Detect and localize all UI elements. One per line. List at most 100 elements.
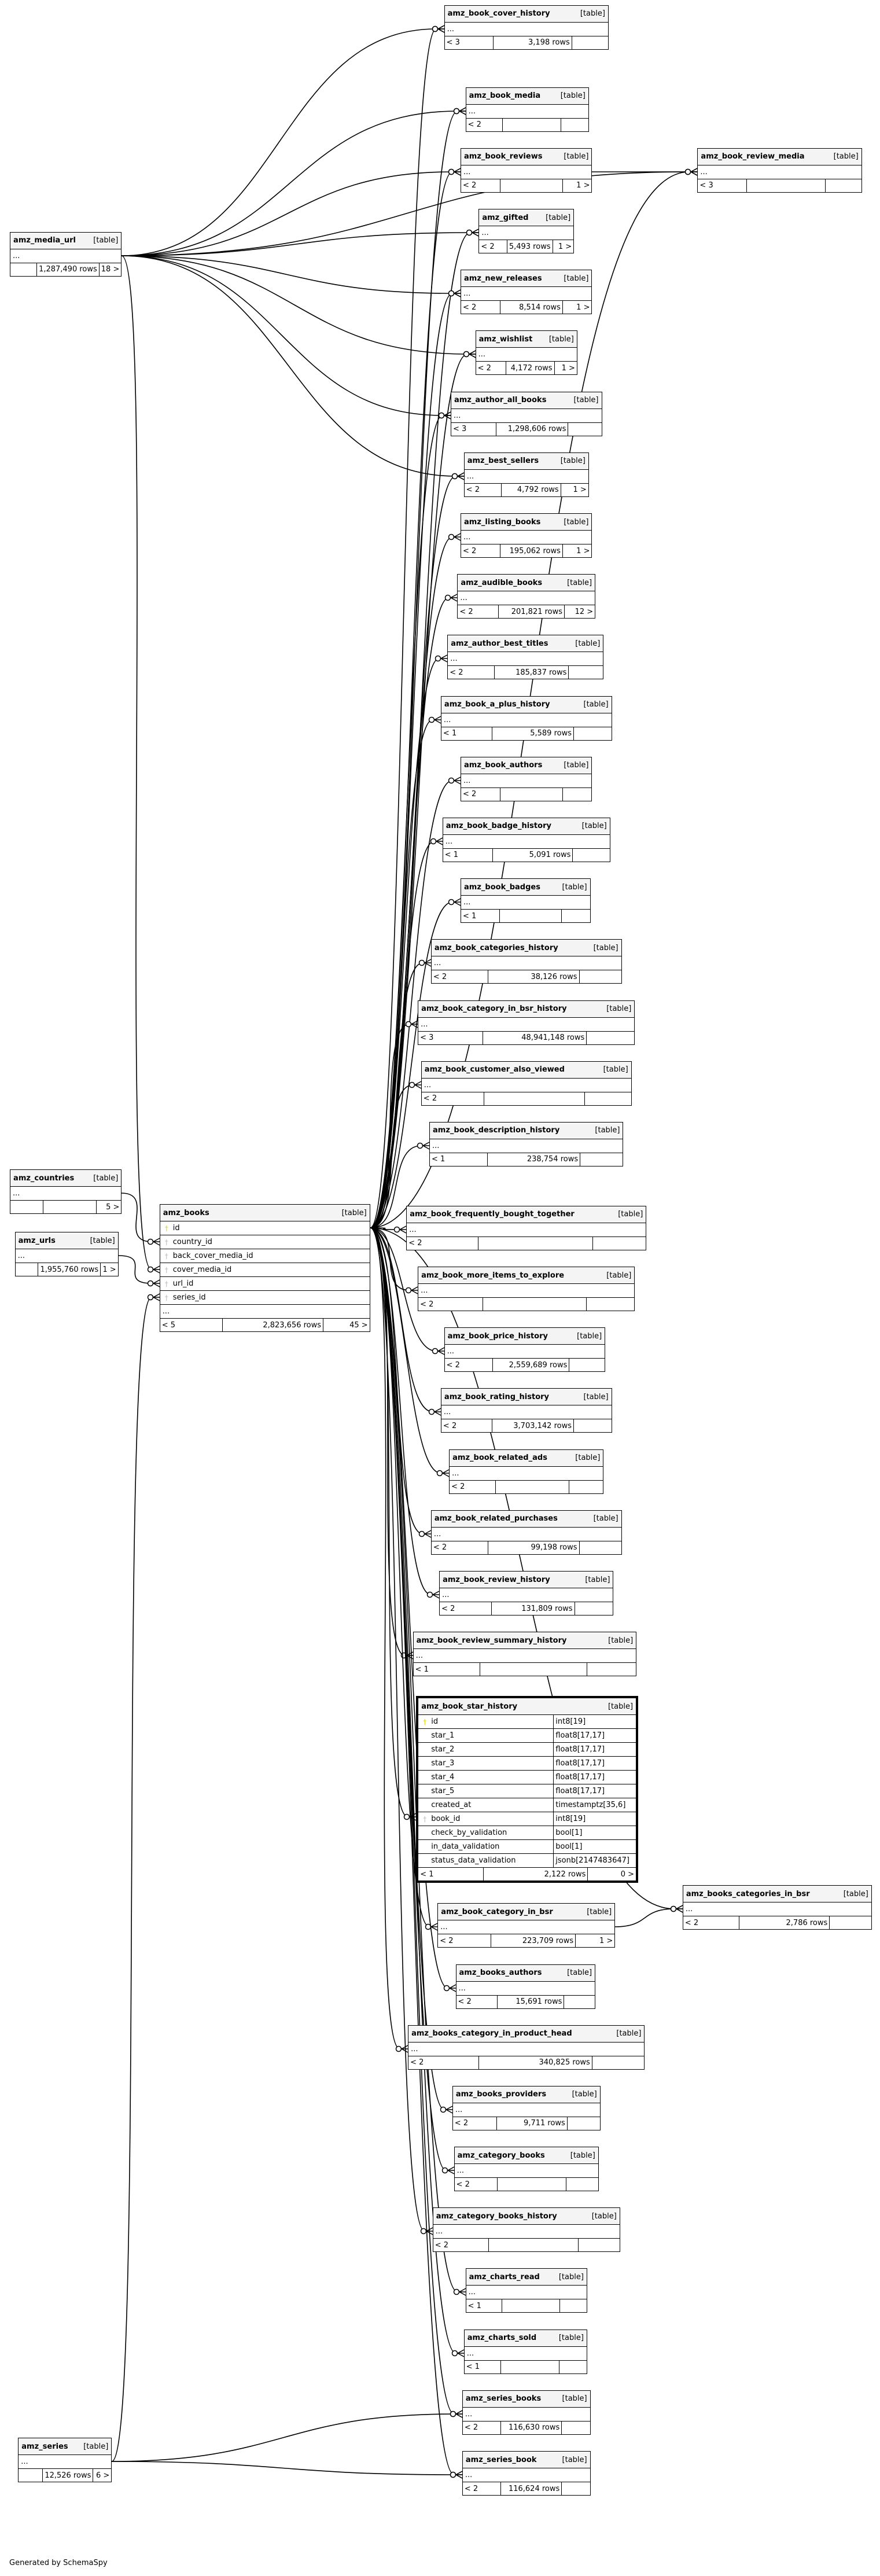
parent-count[interactable]: < 1 bbox=[441, 727, 493, 740]
child-count[interactable]: 12 > bbox=[575, 607, 594, 616]
parent-count[interactable]: < 2 bbox=[407, 1237, 479, 1250]
table-name[interactable]: amz_series_book bbox=[465, 2455, 537, 2464]
child-count[interactable] bbox=[587, 1032, 634, 1044]
child-count[interactable] bbox=[572, 36, 608, 49]
parent-count[interactable]: < 2 bbox=[422, 1092, 485, 1105]
table-name[interactable]: amz_book_badges bbox=[464, 882, 540, 892]
table-amz-book-frequently-bought-together[interactable]: amz_book_frequently_bought_together[tabl… bbox=[406, 1205, 647, 1250]
child-count[interactable] bbox=[575, 1602, 613, 1615]
parent-count[interactable]: < 5 bbox=[160, 1319, 223, 1332]
parent-count[interactable]: < 1 bbox=[414, 1663, 480, 1676]
parent-count[interactable]: < 2 bbox=[476, 362, 506, 375]
child-count[interactable] bbox=[593, 1237, 646, 1250]
table-name[interactable]: amz_book_category_in_bsr bbox=[441, 1907, 553, 1916]
child-count[interactable] bbox=[585, 1092, 631, 1105]
parent-count[interactable] bbox=[10, 1201, 44, 1214]
table-name[interactable]: amz_category_books_history bbox=[436, 2211, 557, 2221]
parent-count[interactable]: < 2 bbox=[458, 605, 499, 619]
table-amz-book-customer-also-viewed[interactable]: amz_book_customer_also_viewed[table]...<… bbox=[421, 1061, 632, 1106]
column-row[interactable]: †cover_media_id bbox=[160, 1263, 370, 1278]
parent-count[interactable]: < 2 bbox=[445, 1359, 493, 1372]
table-name[interactable]: amz_new_releases bbox=[464, 274, 542, 283]
table-name[interactable]: amz_media_url bbox=[13, 236, 76, 245]
table-name[interactable]: amz_gifted bbox=[482, 213, 529, 222]
parent-count[interactable]: < 1 bbox=[443, 848, 494, 862]
child-count[interactable] bbox=[574, 1419, 612, 1432]
parent-count[interactable]: < 2 bbox=[461, 179, 500, 192]
table-amz-book-category-in-bsr-history[interactable]: amz_book_category_in_bsr_history[table].… bbox=[418, 1000, 635, 1045]
table-name[interactable]: amz_listing_books bbox=[464, 517, 541, 527]
child-count[interactable] bbox=[592, 2056, 645, 2069]
child-count[interactable] bbox=[579, 2239, 620, 2251]
table-amz-books[interactable]: amz_books[table]†id†country_id†back_cove… bbox=[159, 1204, 370, 1333]
table-name[interactable]: amz_series_books bbox=[465, 2394, 542, 2404]
child-count[interactable] bbox=[562, 2482, 590, 2495]
table-amz-book-review-media[interactable]: amz_book_review_media[table]...< 3 bbox=[697, 148, 862, 193]
child-count[interactable]: 1 > bbox=[558, 242, 572, 251]
table-name[interactable]: amz_book_related_purchases bbox=[434, 1514, 558, 1523]
parent-count[interactable] bbox=[19, 2469, 43, 2482]
table-amz-charts-sold[interactable]: amz_charts_sold[table]...< 1 bbox=[463, 2329, 587, 2374]
table-amz-book-more-items-to-explore[interactable]: amz_book_more_items_to_explore[table]...… bbox=[418, 1267, 635, 1312]
table-name[interactable]: amz_countries bbox=[13, 1173, 75, 1183]
child-count[interactable]: 1 > bbox=[576, 303, 590, 312]
child-count[interactable] bbox=[574, 727, 612, 740]
child-count[interactable] bbox=[568, 2117, 600, 2130]
child-count[interactable] bbox=[573, 849, 609, 862]
table-name[interactable]: amz_book_frequently_bought_together bbox=[410, 1210, 575, 1219]
parent-count[interactable]: < 2 bbox=[455, 2178, 498, 2191]
table-name[interactable]: amz_books_categories_in_bsr bbox=[686, 1889, 810, 1898]
parent-count[interactable]: < 2 bbox=[432, 970, 489, 984]
table-name[interactable]: amz_book_cover_history bbox=[447, 9, 550, 19]
table-amz-book-badges[interactable]: amz_book_badges[table]...< 1 bbox=[461, 878, 591, 923]
parent-count[interactable]: < 3 bbox=[698, 179, 748, 192]
table-name[interactable]: amz_book_review_summary_history bbox=[416, 1636, 567, 1645]
table-amz-category-books-history[interactable]: amz_category_books_history[table]...< 2 bbox=[432, 2207, 620, 2253]
parent-count[interactable] bbox=[10, 263, 38, 276]
parent-count[interactable]: < 3 bbox=[451, 422, 496, 436]
table-amz-books-categories-in-bsr[interactable]: amz_books_categories_in_bsr[table]...< 2… bbox=[682, 1885, 872, 1930]
parent-count[interactable]: < 2 bbox=[461, 544, 500, 558]
child-count[interactable] bbox=[562, 910, 590, 922]
table-amz-charts-read[interactable]: amz_charts_read[table]...< 1 bbox=[465, 2268, 587, 2313]
table-name[interactable]: amz_book_authors bbox=[464, 761, 543, 770]
child-count[interactable] bbox=[568, 423, 601, 436]
table-name[interactable]: amz_audible_books bbox=[461, 578, 543, 587]
parent-count[interactable]: < 2 bbox=[450, 1480, 496, 1493]
parent-count[interactable]: < 2 bbox=[683, 1916, 740, 1930]
parent-count[interactable]: < 2 bbox=[438, 1934, 491, 1948]
table-name[interactable]: amz_books bbox=[163, 1208, 209, 1217]
parent-count[interactable]: < 3 bbox=[418, 1031, 484, 1044]
table-amz-book-related-ads[interactable]: amz_book_related_ads[table]...< 2 bbox=[449, 1449, 604, 1494]
table-name[interactable]: amz_book_more_items_to_explore bbox=[421, 1271, 565, 1280]
parent-count[interactable]: < 1 bbox=[465, 2360, 502, 2373]
table-name[interactable]: amz_book_price_history bbox=[447, 1331, 548, 1341]
parent-count[interactable]: < 1 bbox=[430, 1153, 488, 1166]
table-name[interactable]: amz_book_description_history bbox=[433, 1126, 560, 1135]
table-name[interactable]: amz_book_categories_history bbox=[434, 943, 558, 952]
child-count[interactable] bbox=[566, 2178, 598, 2191]
parent-count[interactable]: < 2 bbox=[461, 301, 500, 314]
